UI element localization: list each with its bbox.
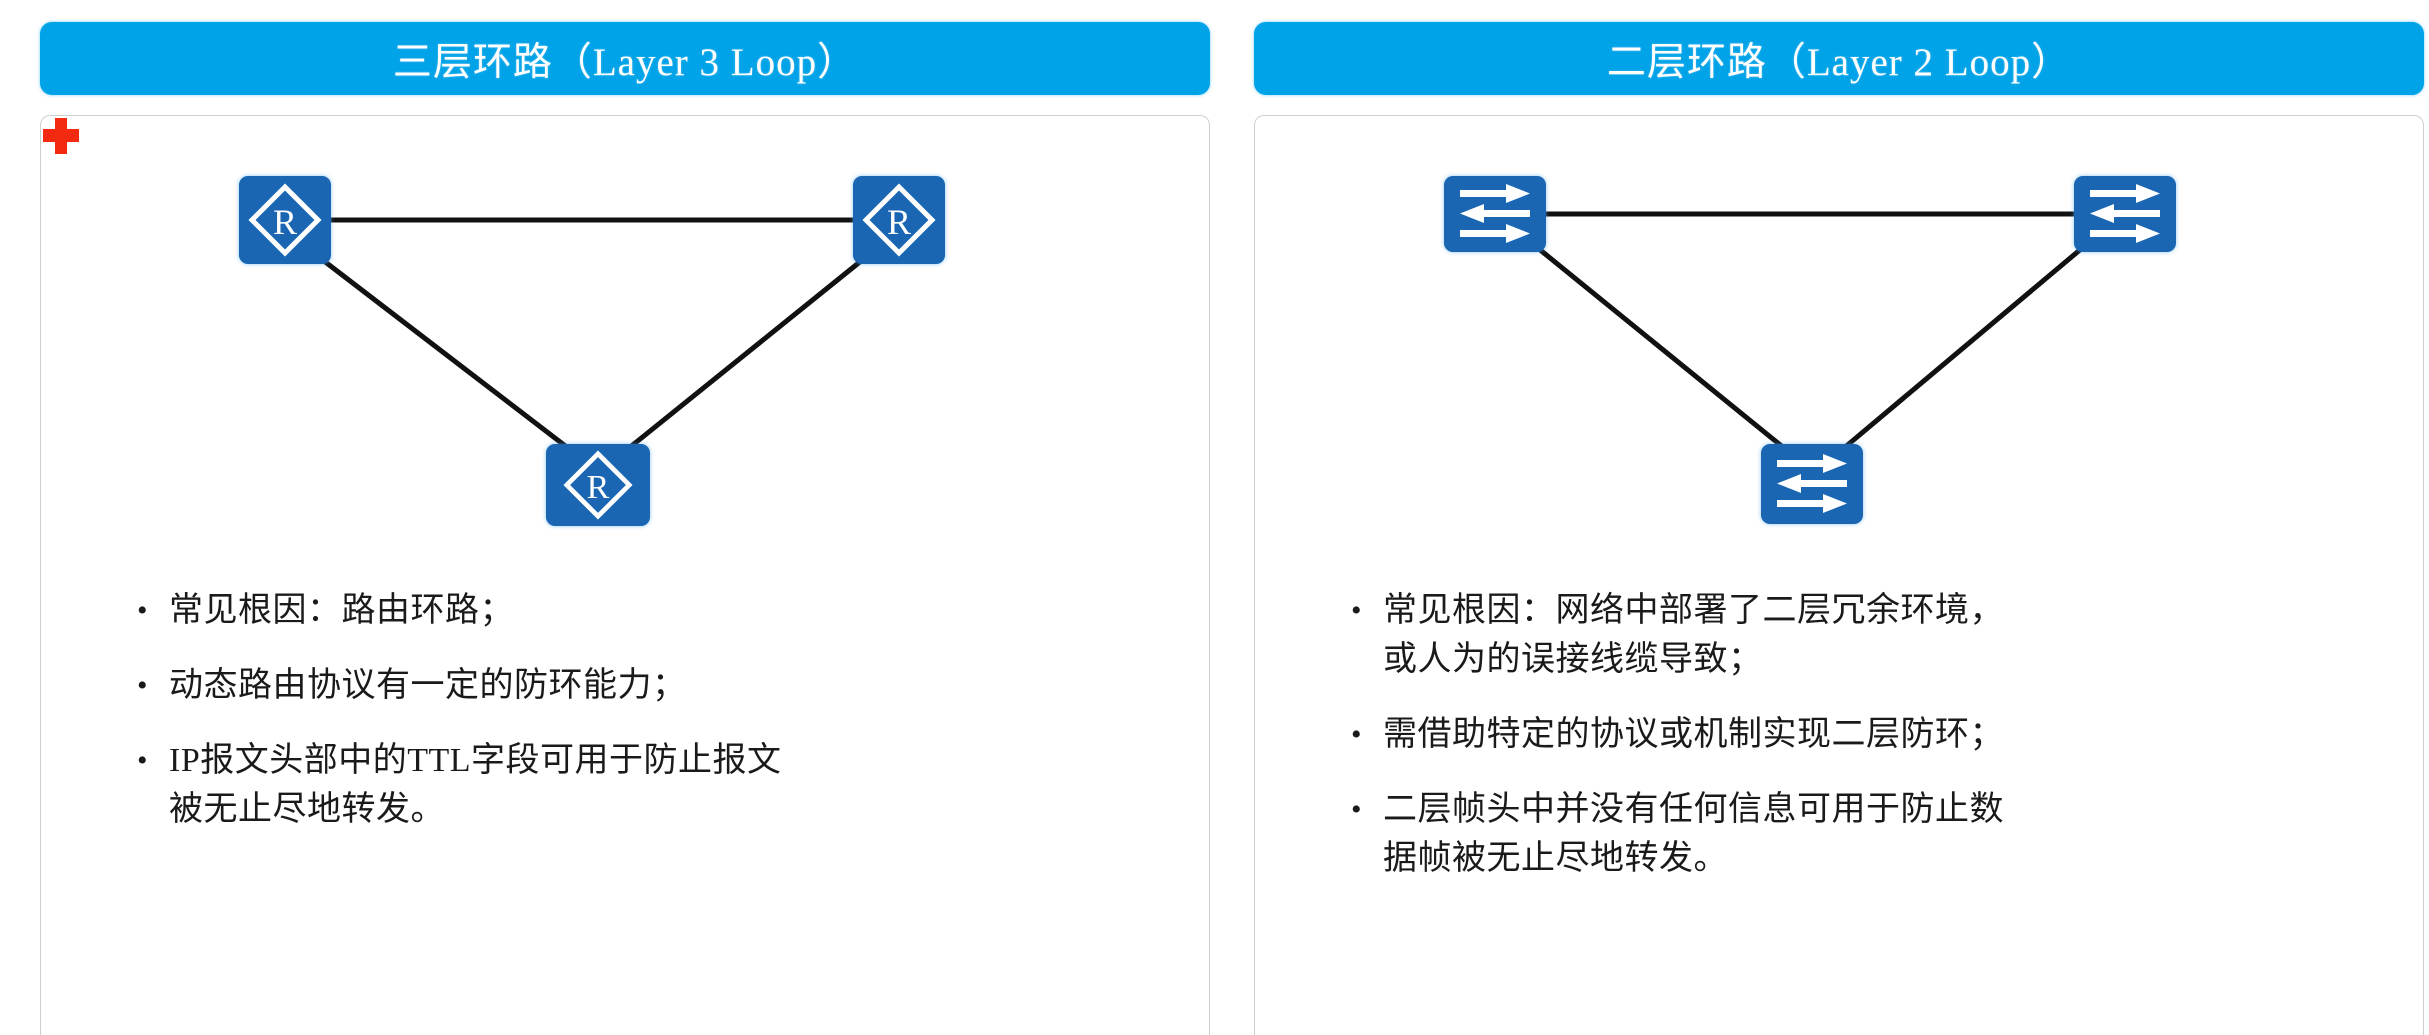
topology-links-layer2 [1537, 211, 2083, 450]
panel-layer3: 三层环路（Layer 3 Loop） R [40, 0, 1210, 1035]
red-cross-icon [43, 118, 79, 154]
switch-top-left[interactable] [1444, 176, 1546, 252]
topology-diagram-layer2 [1255, 116, 2423, 546]
router-icon: R [248, 183, 322, 257]
bullet-marker: • [1351, 594, 1362, 627]
panel-layer2: 二层环路（Layer 2 Loop） [1254, 0, 2424, 1035]
bullet-text: 常见根因：网络中部署了二层冗余环境，或人为的误接线缆导致； [1383, 592, 2004, 678]
bullet-marker: • [137, 744, 148, 777]
bullet-list-layer2: • 常见根因：网络中部署了二层冗余环境，或人为的误接线缆导致； • 需借助特定的… [1351, 586, 2383, 909]
bullet-marker: • [137, 669, 148, 702]
router-top-right[interactable]: R [853, 176, 945, 264]
switch-bottom[interactable] [1761, 444, 1863, 524]
list-item: • 二层帧头中并没有任何信息可用于防止数据帧被无止尽地转发。 [1351, 785, 2383, 883]
svg-text:R: R [887, 202, 911, 242]
bullet-text: 动态路由协议有一定的防环能力； [169, 667, 687, 704]
bullet-marker: • [1351, 718, 1362, 751]
link-top-left-to-bottom [1537, 247, 1786, 450]
link-top-right-to-bottom [627, 259, 863, 450]
bullet-text: IP报文头部中的TTL字段可用于防止报文被无止尽地转发。 [169, 742, 782, 828]
bullet-text: 二层帧头中并没有任何信息可用于防止数据帧被无止尽地转发。 [1383, 791, 2004, 877]
bullet-marker: • [1351, 793, 1362, 826]
switch-icon [1777, 454, 1847, 513]
list-item: • 需借助特定的协议或机制实现二层防环； [1351, 710, 2383, 759]
list-item: • 动态路由协议有一定的防环能力； [137, 661, 1169, 710]
svg-text:R: R [273, 202, 297, 242]
bullet-text: 需借助特定的协议或机制实现二层防环； [1383, 716, 2004, 753]
link-top-right-to-bottom [1842, 247, 2083, 450]
router-icon: R [862, 183, 936, 257]
topology-diagram-layer3: R R R [41, 116, 1209, 546]
bullet-marker: • [137, 594, 148, 627]
topology-links-layer3 [322, 217, 863, 450]
link-top-left-to-bottom [322, 259, 570, 450]
panel-body-layer3: R R R [40, 115, 1210, 1035]
panel-header-layer3: 三层环路（Layer 3 Loop） [40, 22, 1210, 95]
list-item: • 常见根因：路由环路； [137, 586, 1169, 635]
switch-top-right[interactable] [2074, 176, 2176, 252]
panel-title-layer3: 三层环路（Layer 3 Loop） [392, 40, 858, 84]
panel-title-layer2: 二层环路（Layer 2 Loop） [1606, 40, 2072, 84]
svg-text:R: R [587, 469, 610, 506]
panel-body-layer2: • 常见根因：网络中部署了二层冗余环境，或人为的误接线缆导致； • 需借助特定的… [1254, 115, 2424, 1035]
list-item: • 常见根因：网络中部署了二层冗余环境，或人为的误接线缆导致； [1351, 586, 2383, 684]
switch-icon [1460, 184, 1530, 243]
router-bottom[interactable]: R [546, 444, 650, 526]
comparison-layout: 三层环路（Layer 3 Loop） R [40, 22, 2424, 1035]
router-top-left[interactable]: R [239, 176, 331, 264]
list-item: • IP报文头部中的TTL字段可用于防止报文被无止尽地转发。 [137, 736, 1169, 834]
panel-header-layer2: 二层环路（Layer 2 Loop） [1254, 22, 2424, 95]
switch-icon [2090, 184, 2160, 243]
bullet-list-layer3: • 常见根因：路由环路； • 动态路由协议有一定的防环能力； • IP报文头部中… [137, 586, 1169, 860]
bullet-text: 常见根因：路由环路； [169, 592, 514, 629]
router-icon: R [563, 450, 633, 520]
